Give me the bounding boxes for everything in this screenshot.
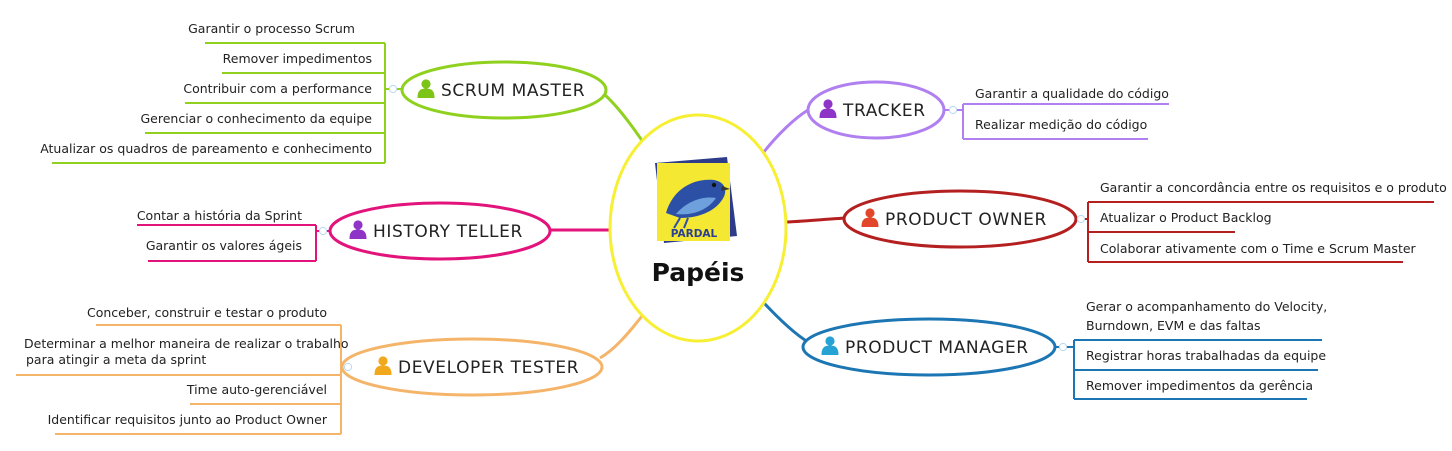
subtopic: Contar a história da Sprint xyxy=(137,208,302,223)
subtopic: para atingir a meta da sprint xyxy=(26,352,206,367)
connector-scrum-master xyxy=(603,93,645,143)
subtopic: Time auto-gerenciável xyxy=(186,382,327,397)
subtopic-lines xyxy=(962,103,1169,140)
collapse-toggle[interactable] xyxy=(316,226,331,236)
branch-history-teller: HISTORY TELLER Contar a história da Spri… xyxy=(137,201,552,262)
branch-developer-tester: DEVELOPER TESTER Conceber, construir e t… xyxy=(16,305,604,435)
subtopic: Colaborar ativamente com o Time e Scrum … xyxy=(1100,241,1417,256)
collapse-toggle[interactable] xyxy=(1076,214,1088,224)
subtopic: Garantir os valores ágeis xyxy=(146,238,302,253)
connectors xyxy=(548,93,847,360)
central-node[interactable]: PARDAL Papéis xyxy=(608,113,788,343)
collapse-toggle[interactable] xyxy=(1055,342,1074,352)
topic-scrum-master[interactable]: SCRUM MASTER xyxy=(400,60,608,120)
subtopic: Atualizar os quadros de pareamento e con… xyxy=(40,141,372,156)
subtopic: Gerar o acompanhamento do Velocity, xyxy=(1086,299,1327,314)
topic-label: DEVELOPER TESTER xyxy=(398,358,579,378)
topic-history-teller[interactable]: HISTORY TELLER xyxy=(328,201,552,261)
subtopic: Garantir o processo Scrum xyxy=(188,21,355,36)
pardal-bird-logo: PARDAL xyxy=(655,157,737,243)
subtopic-lines xyxy=(1073,339,1322,400)
branch-product-owner: PRODUCT OWNER Garantir a concordância en… xyxy=(842,180,1447,263)
topic-label: HISTORY TELLER xyxy=(373,222,523,242)
subtopic: Gerenciar o conhecimento da equipe xyxy=(140,111,372,126)
topic-label: PRODUCT OWNER xyxy=(885,210,1047,230)
connector-tracker xyxy=(761,108,809,154)
connector-product-owner xyxy=(786,216,847,224)
subtopic: Atualizar o Product Backlog xyxy=(1100,210,1272,225)
topic-product-manager[interactable]: PRODUCT MANAGER xyxy=(801,317,1057,377)
subtopic: Burndown, EVM e das faltas xyxy=(1086,318,1261,333)
subtopic: Determinar a melhor maneira de realizar … xyxy=(24,336,349,351)
topic-tracker[interactable]: TRACKER xyxy=(806,80,946,140)
subtopic: Garantir a concordância entre os requisi… xyxy=(1100,180,1447,195)
branch-tracker: TRACKER Garantir a qualidade do código R… xyxy=(806,80,1169,140)
subtopic-lines xyxy=(1087,201,1434,263)
branch-scrum-master: SCRUM MASTER Garantir o processo Scrum R… xyxy=(40,21,608,164)
subtopic: Identificar requisitos junto ao Product … xyxy=(48,412,328,427)
subtopic: Registrar horas trabalhadas da equipe xyxy=(1086,348,1326,363)
topic-label: PRODUCT MANAGER xyxy=(845,338,1029,358)
subtopic-lines xyxy=(52,42,386,164)
branch-product-manager: PRODUCT MANAGER Gerar o acompanhamento d… xyxy=(801,299,1327,400)
subtopic-lines xyxy=(137,224,317,262)
subtopic: Contribuir com a performance xyxy=(183,81,372,96)
connector-product-manager xyxy=(762,301,809,344)
subtopic: Realizar medição do código xyxy=(975,117,1147,132)
subtopic: Garantir a qualidade do código xyxy=(975,86,1169,101)
topic-label: SCRUM MASTER xyxy=(441,81,585,101)
subtopic: Remover impedimentos xyxy=(223,51,372,66)
subtopic: Remover impedimentos da gerência xyxy=(1086,378,1313,393)
logo-text: PARDAL xyxy=(671,228,718,240)
collapse-toggle[interactable] xyxy=(385,84,402,94)
central-title: Papéis xyxy=(652,258,745,287)
collapse-toggle[interactable] xyxy=(341,362,353,372)
topic-developer-tester[interactable]: DEVELOPER TESTER xyxy=(340,337,604,397)
topic-product-owner[interactable]: PRODUCT OWNER xyxy=(842,189,1078,249)
subtopic: Conceber, construir e testar o produto xyxy=(87,305,327,320)
subtopic-lines xyxy=(16,324,342,435)
topic-label: TRACKER xyxy=(842,101,926,121)
collapse-toggle[interactable] xyxy=(944,105,963,115)
connector-developer-tester xyxy=(599,315,644,360)
